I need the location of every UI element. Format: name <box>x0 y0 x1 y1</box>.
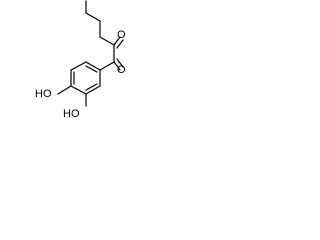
ring-bond-c4-c5 <box>70 85 87 95</box>
ring-inner-double-bond-3 <box>85 83 98 91</box>
carbonyl2-double-bond-b <box>116 39 124 49</box>
atom-label-ho-bottom: HO <box>63 108 80 120</box>
carbonyl2-double-bond-a <box>113 36 121 46</box>
ring-bond-c2-c3 <box>70 61 87 71</box>
atom-label-o-ketone-lower: O <box>117 64 126 76</box>
ring-inner-double-bond-1 <box>85 65 98 73</box>
carbonyl1-double-bond-a <box>113 61 121 71</box>
chain-bond-2 <box>85 12 101 22</box>
atom-label-o-ketone-upper: O <box>117 29 126 41</box>
molecule-structure-diagram: HO HO O O <box>35 0 126 120</box>
bond-ring-to-ho-left <box>57 85 72 95</box>
ring-bond-c1-c2 <box>85 61 101 71</box>
atom-label-ho-left: HO <box>35 88 52 100</box>
bond-ring-to-carbonyl <box>99 61 115 71</box>
bond-carbonyl2-to-chain <box>99 36 115 46</box>
carbonyl1-double-bond-b <box>116 58 124 68</box>
ring-bond-c5-c6 <box>85 85 101 95</box>
